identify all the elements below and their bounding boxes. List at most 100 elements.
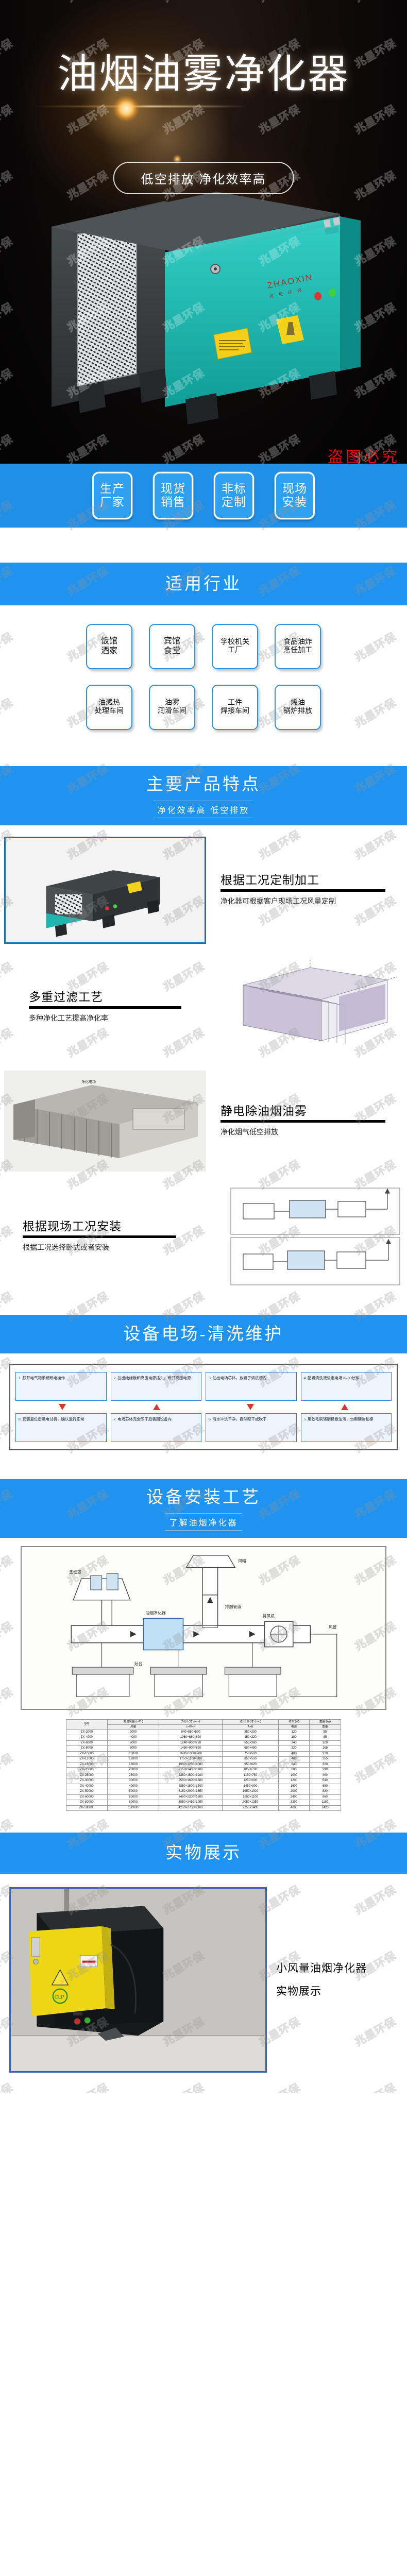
industry-line1: 学校机关 xyxy=(221,638,249,646)
lens-flare-core-icon xyxy=(113,96,139,122)
maintenance-arrows-row xyxy=(15,1401,392,1413)
spec-cell-0: ZX-6000 xyxy=(66,1740,108,1747)
spec-cell-1: 12000 xyxy=(107,1756,160,1762)
spec-cell-4: 2400 xyxy=(278,1794,310,1801)
spec-cell-3: 2250×1400 xyxy=(222,1805,279,1811)
spec-cell-5: 165 xyxy=(309,1745,342,1752)
svg-text:风管: 风管 xyxy=(329,1624,337,1630)
feature-4-title: 根据现场工况安装 xyxy=(23,1219,122,1233)
features-header: 主要产品特点 净化效率高 低空排放 xyxy=(0,766,407,825)
industry-oil-mist-lubrication[interactable]: 油雾 润滑车间 xyxy=(149,685,195,731)
industry-hotel-canteen[interactable]: 宾馆 食堂 xyxy=(149,624,195,670)
spec-table-subheader-row: 风量 L×W×H A×B 电源 重量 xyxy=(66,1724,342,1730)
feature-row-2: 多重过滤工艺 多种净化工艺提高净化率 xyxy=(0,951,407,1063)
svg-text:排烟管道: 排烟管道 xyxy=(225,1604,241,1609)
maintenance-header: 设备电场-清洗维护 xyxy=(0,1314,407,1353)
svg-text:⚡: ⚡ xyxy=(59,1977,66,1984)
showcase-section: ⚡ CLP 小风量油烟净化器 实物展示 xyxy=(0,1873,407,2093)
spec-cell-2: 1240×800×720 xyxy=(159,1740,223,1747)
showcase-caption-line1: 小风量油烟净化器 xyxy=(276,1962,367,1975)
spec-cell-3: 450×320 xyxy=(222,1735,279,1741)
industry-line1: 宾馆 xyxy=(163,637,180,646)
spec-cell-2: 1060×680×620 xyxy=(159,1735,223,1741)
spec-cell-4: 2000 xyxy=(278,1789,310,1795)
industry-welding[interactable]: 工件 焊接车间 xyxy=(212,685,258,731)
spec-cell-0: ZX-20000 xyxy=(66,1767,108,1773)
spec-cell-4: 3200 xyxy=(278,1800,310,1806)
industry-line2: 烹任加工 xyxy=(283,647,312,655)
spec-cell-2: 840×550×520 xyxy=(159,1729,223,1736)
industry-boiler-emission[interactable]: 烯油 锅炉排放 xyxy=(275,685,321,731)
spec-cell-3: 550×380 xyxy=(222,1740,279,1747)
spec-cell-5: 540 xyxy=(309,1778,342,1784)
industry-school-factory[interactable]: 学校机关 工厂 xyxy=(212,624,258,670)
spec-cell-5: 820 xyxy=(309,1789,342,1795)
spec-cell-5: 55 xyxy=(309,1729,342,1736)
spec-cell-0: ZX-100000 xyxy=(66,1805,108,1811)
industries-header: 适用行业 xyxy=(0,563,407,606)
maintenance-flow-diagram: 1. 打开电气箱系统断电操作 2. 拉出绝缘板和高压电源插头，断开高压电源 3.… xyxy=(9,1363,398,1450)
install-section: 风帽 排烟管道 油烟净化器 排风机 风管 集烟罩 灶台 xyxy=(0,1538,407,1715)
spec-col-weight: 重量 (kg) xyxy=(309,1719,342,1725)
page-title: 油烟油雾净化器 xyxy=(57,52,350,96)
industry-line1: 工件 xyxy=(228,699,242,707)
spec-cell-4: 1200 xyxy=(278,1778,310,1784)
spec-cell-4: 4000 xyxy=(278,1805,310,1811)
spec-cell-5: 85 xyxy=(309,1735,342,1741)
badge-stock-sale[interactable]: 现货 销售 xyxy=(153,472,193,519)
feature-2-title: 多重过滤工艺 xyxy=(29,990,103,1004)
spec-cell-1: 60000 xyxy=(107,1794,160,1801)
spec-cell-0: ZX-60000 xyxy=(66,1794,108,1801)
install-heading: 设备安装工艺 xyxy=(146,1488,261,1507)
spec-cell-1: 2000 xyxy=(107,1729,160,1736)
maintenance-steps-bottom: 8. 安装复位后通电试机，确认运行正常 7. 电场芯体完全晾干后装回设备内 6.… xyxy=(15,1413,392,1442)
maintenance-section: 1. 打开电气箱系统断电操作 2. 拉出绝缘板和高压电源插头，断开高压电源 3.… xyxy=(0,1353,407,1464)
spacer-5 xyxy=(0,1824,407,1833)
spec-cell-0: ZX-10000 xyxy=(66,1751,108,1757)
industry-heat-treatment[interactable]: 油溅热 处理车间 xyxy=(86,685,132,731)
badge-onsite-install[interactable]: 现场 安装 xyxy=(275,472,315,519)
badge-custom[interactable]: 非标 定制 xyxy=(214,472,254,519)
svg-text:风帽: 风帽 xyxy=(238,1558,246,1564)
spec-cell-0: ZX-50000 xyxy=(66,1789,108,1795)
spec-cell-5: 1420 xyxy=(309,1805,342,1811)
spec-cell-2: 1950×1250×1080 xyxy=(159,1761,223,1768)
arrow-down-icon xyxy=(247,1403,255,1410)
feature-1-image xyxy=(4,836,206,944)
industries-row-2: 油溅热 处理车间 油雾 润滑车间 工件 焊接车间 烯油 锅炉排放 xyxy=(0,685,407,731)
feature-1-text: 根据工况定制加工 净化器可根据客户现场工况风量定制 xyxy=(211,873,403,908)
spec-cell-2: 2150×1400×1180 xyxy=(159,1767,223,1773)
badge-line2: 定制 xyxy=(222,496,246,509)
spec-table-header-row: 型号 处理风量 (m³/h) 外形尺寸 (mm) 进出口尺寸 (mm) 功率 (… xyxy=(66,1719,342,1730)
svg-text:净化电场: 净化电场 xyxy=(81,1079,96,1084)
product-detail-page: 油烟油雾净化器 低空排放 净化效率高 xyxy=(0,0,407,2093)
spec-cell-5: 390 xyxy=(309,1767,342,1773)
industry-restaurant[interactable]: 饭馆 酒家 xyxy=(86,624,132,670)
copyright-warning: 盗图必究 xyxy=(328,449,400,464)
spec-cell-5: 120 xyxy=(309,1740,342,1747)
spec-cell-1: 80000 xyxy=(107,1800,160,1806)
maintenance-step-3: 3. 抽出电场芯体，放置于清洗槽内 xyxy=(206,1371,297,1401)
spec-cell-4: 480 xyxy=(278,1756,310,1762)
spec-cell-4: 180 xyxy=(278,1735,310,1741)
badge-manufacturer[interactable]: 生产 厂家 xyxy=(92,472,132,519)
spec-cell-5: 255 xyxy=(309,1756,342,1762)
spec-cell-5: 680 xyxy=(309,1783,342,1790)
spec-cell-5: 320 xyxy=(309,1761,342,1768)
spec-table: 型号 处理风量 (m³/h) 外形尺寸 (mm) 进出口尺寸 (mm) 功率 (… xyxy=(66,1719,342,1811)
industry-food-frying[interactable]: 食品油炸 烹任加工 xyxy=(275,624,321,670)
maintenance-step-1: 1. 打开电气箱系统断电操作 xyxy=(15,1371,107,1401)
spec-cell-1: 100000 xyxy=(107,1805,160,1811)
spec-cell-1: 25000 xyxy=(107,1772,160,1779)
spec-cell-5: 210 xyxy=(309,1751,342,1757)
spec-cell-2: 2350×1500×1280 xyxy=(159,1772,223,1779)
spec-cell-0: ZX-4000 xyxy=(66,1735,108,1741)
svg-text:CLP: CLP xyxy=(55,1994,65,2000)
spacer-2 xyxy=(0,743,407,767)
